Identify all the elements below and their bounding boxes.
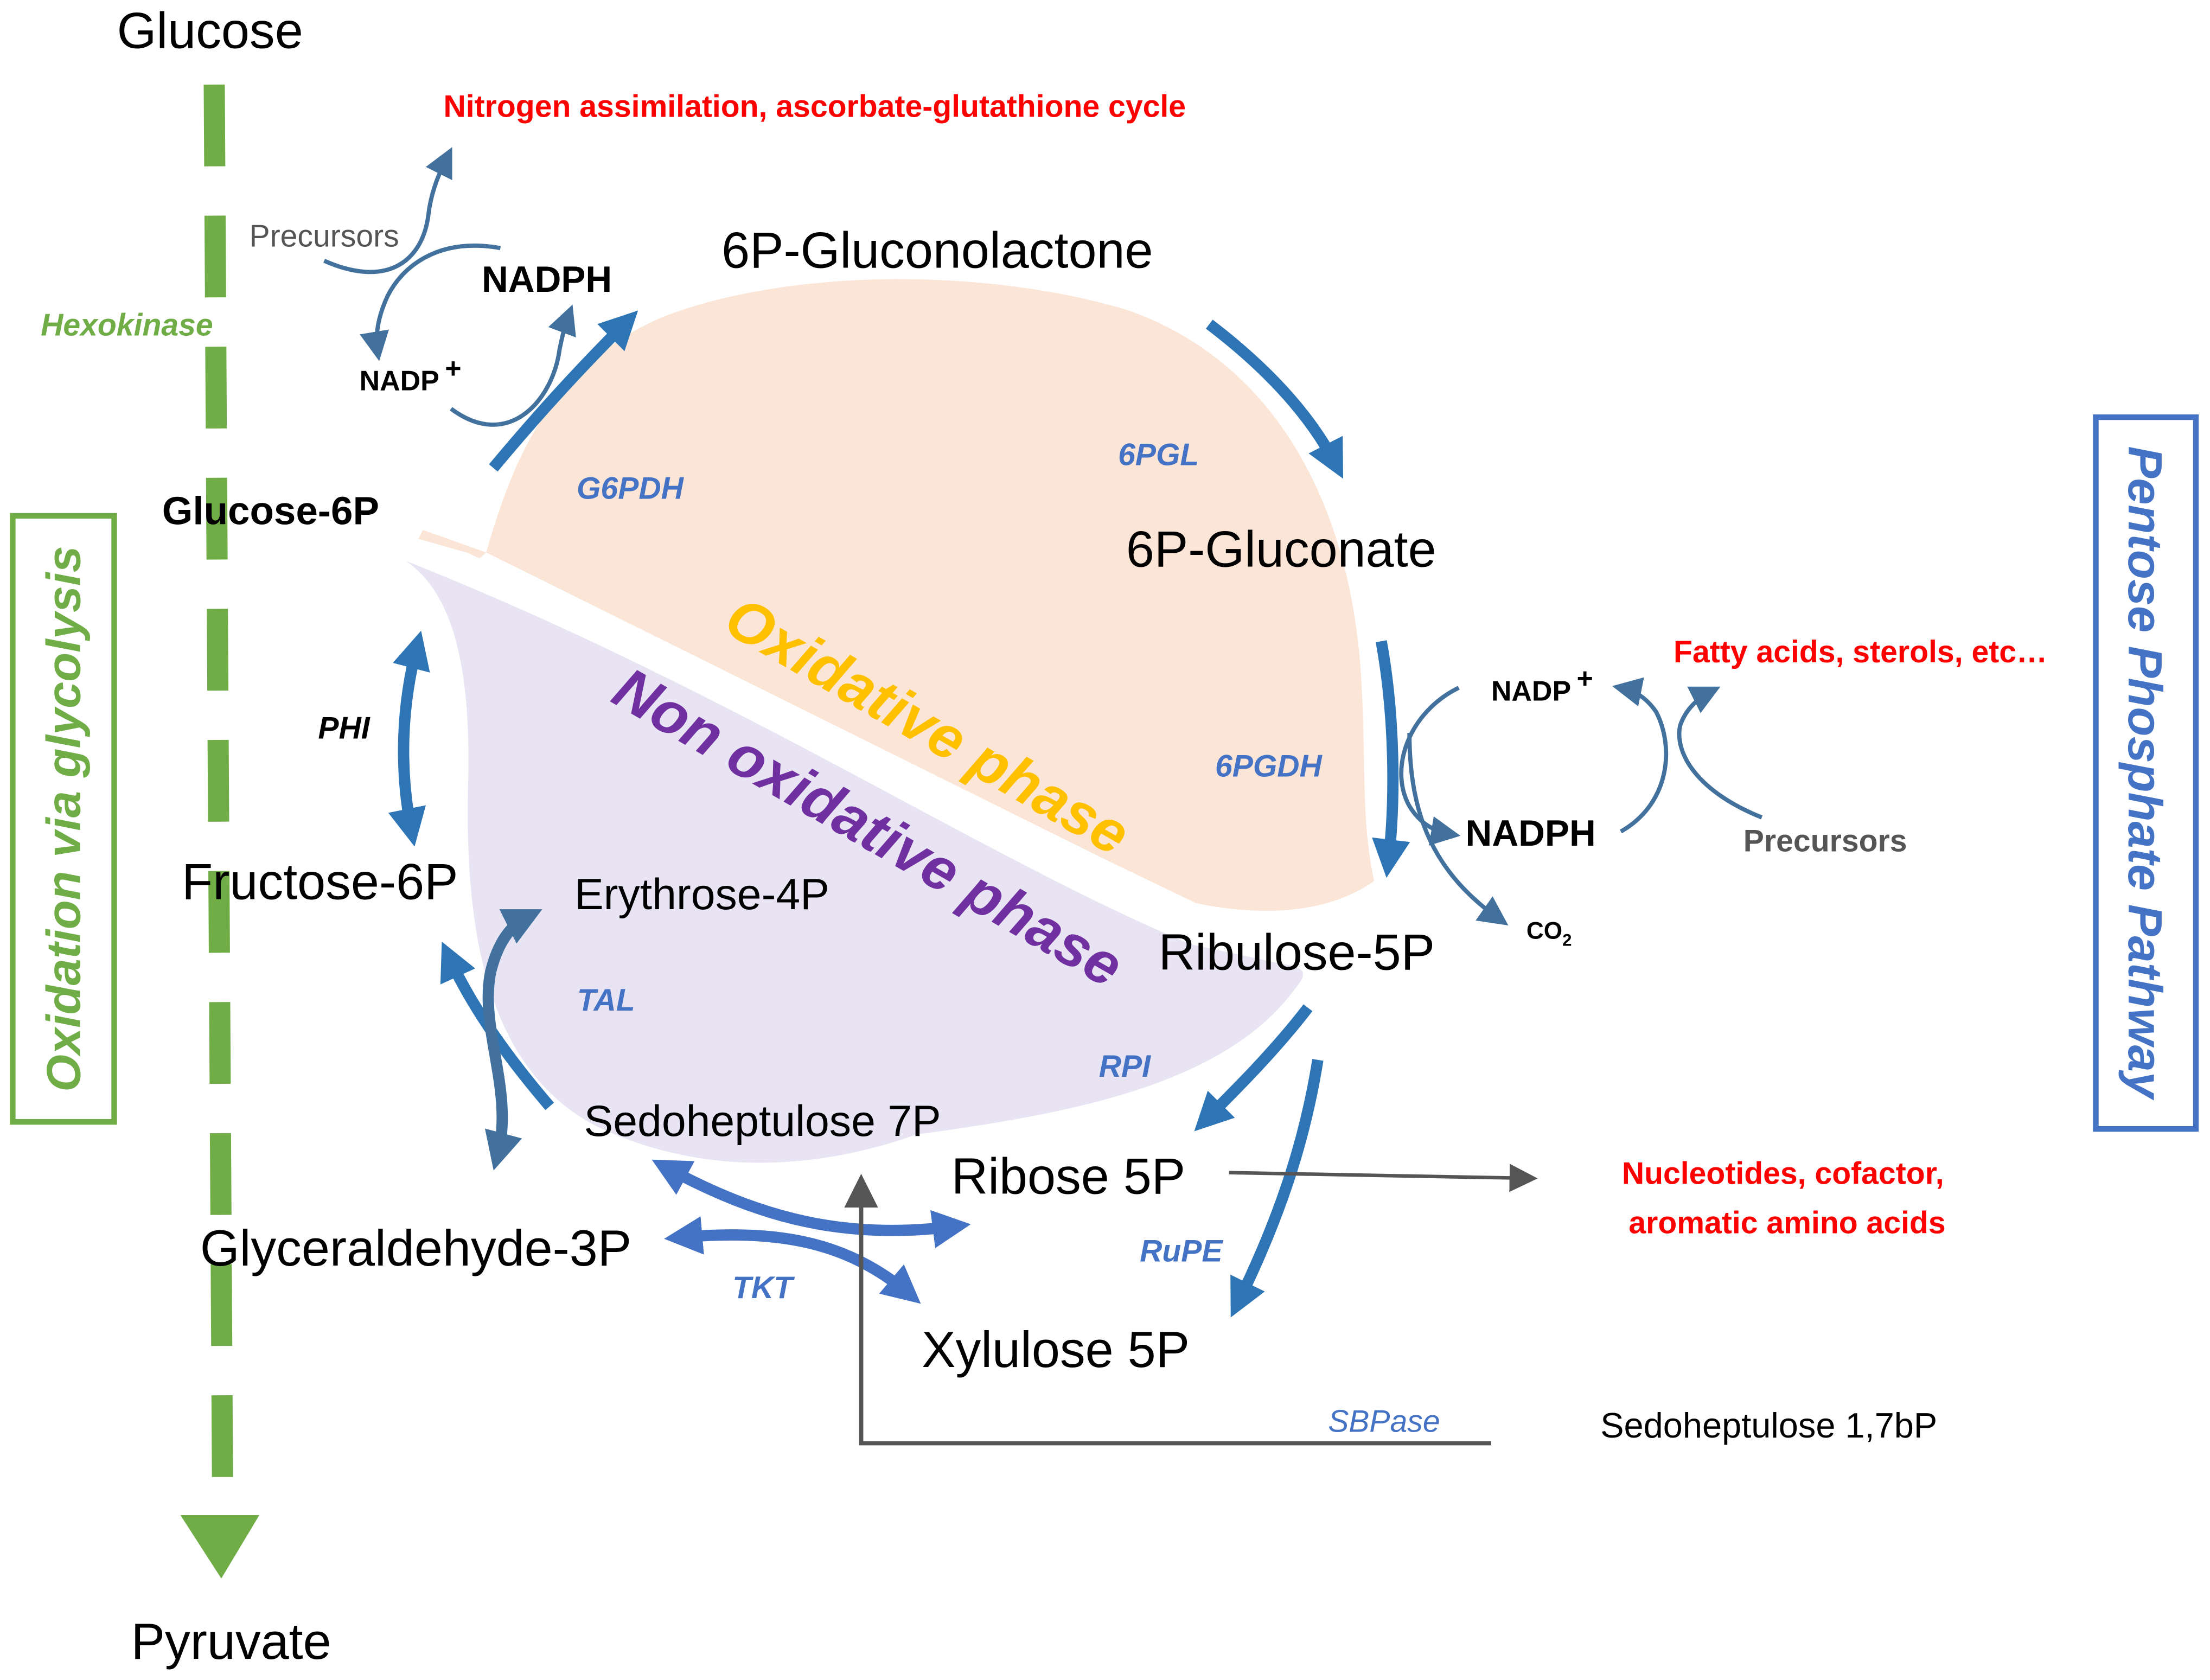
glyceraldehyde-3p-label: Glyceraldehyde-3P bbox=[200, 1219, 631, 1276]
pyruvate-label: Pyruvate bbox=[131, 1613, 331, 1670]
arrow-gluconate-to-ribulose bbox=[1372, 640, 1410, 878]
arrow-g6p-to-gluconolactone bbox=[489, 310, 638, 472]
glycolysis-box bbox=[10, 513, 117, 1125]
enzyme-rupe: RuPE bbox=[1140, 1234, 1223, 1268]
nadp-right-sup: + bbox=[1577, 663, 1593, 694]
erythrose-4p-label: Erythrose-4P bbox=[574, 870, 829, 919]
pathway-box-label: Pentose Phosphate Pathway bbox=[2118, 446, 2172, 1100]
glycolysis-axis bbox=[180, 84, 260, 1579]
enzyme-sbpase: SBPase bbox=[1328, 1404, 1440, 1439]
top-cofactors: Precursors NADPH NADP+ bbox=[249, 219, 612, 397]
arrow-phi bbox=[388, 630, 430, 847]
arrow-ribulose-to-xylulose bbox=[1230, 1059, 1324, 1318]
right-cofactors: NADP+ NADPH Precursors CO2 bbox=[1466, 663, 1907, 949]
nadp-top-text: NADP bbox=[360, 366, 439, 397]
enzyme-6pgl: 6PGL bbox=[1118, 437, 1199, 472]
arrow-tkt-sedo-ribose bbox=[651, 1159, 971, 1248]
xylulose-5p-label: Xylulose 5P bbox=[922, 1321, 1190, 1378]
nadph-top-label: NADPH bbox=[482, 259, 612, 300]
sedoheptulose-7p-label: Sedoheptulose 7P bbox=[584, 1097, 941, 1146]
enzyme-g6pdh: G6PDH bbox=[577, 471, 685, 506]
glycolysis-box-label: Oxidation via glycolysis bbox=[36, 546, 90, 1091]
sedoheptulose-17bp-label: Sedoheptulose 1,7bP bbox=[1600, 1406, 1937, 1445]
output-top-label: Nitrogen assimilation, ascorbate-glutath… bbox=[444, 90, 1186, 124]
line-sbpase bbox=[844, 1173, 1491, 1446]
output-ribose-line2: aromatic amino acids bbox=[1628, 1205, 1945, 1240]
oxidative-phase-region bbox=[486, 279, 1375, 911]
arrow-tal-erythrose-glyceraldehyde bbox=[482, 909, 542, 1171]
glucose-label: Glucose bbox=[117, 2, 303, 59]
phase-divider bbox=[404, 535, 1213, 927]
enzyme-6pgdh: 6PGDH bbox=[1215, 749, 1323, 784]
curve-precursors-right-up bbox=[1677, 686, 1763, 820]
enzyme-tkt: TKT bbox=[732, 1270, 795, 1305]
nadp-right-text: NADP bbox=[1491, 675, 1571, 707]
glycolysis-arrowhead bbox=[180, 1515, 260, 1579]
enzyme-phi: PHI bbox=[318, 711, 370, 745]
curve-to-co2 bbox=[1407, 733, 1509, 926]
arrow-tkt-glyceraldehyde-xylulose bbox=[664, 1216, 921, 1304]
curve-nadph-top bbox=[360, 244, 501, 361]
glucose-6p-label: Glucose-6P bbox=[162, 489, 379, 533]
precursors-right-label: Precursors bbox=[1743, 823, 1907, 858]
curve-nadp-top bbox=[450, 304, 576, 427]
enzyme-rpi: RPI bbox=[1099, 1049, 1151, 1084]
arrow-ribulose-to-ribose bbox=[1194, 1004, 1313, 1132]
precursors-top-label: Precursors bbox=[249, 219, 399, 254]
co2-label: CO2 bbox=[1526, 917, 1572, 949]
curve-nadph-right-up bbox=[1612, 677, 1669, 834]
ribulose-5p-label: Ribulose-5P bbox=[1159, 924, 1435, 981]
output-ribose-line1: Nucleotides, cofactor, bbox=[1622, 1156, 1944, 1191]
pathway-box bbox=[2093, 414, 2199, 1132]
enzyme-tal: TAL bbox=[577, 983, 635, 1018]
fructose-6p-label: Fructose-6P bbox=[182, 853, 458, 910]
gluconate-label: 6P-Gluconate bbox=[1126, 520, 1436, 577]
ribose-5p-label: Ribose 5P bbox=[951, 1148, 1185, 1205]
gluconolactone-label: 6P-Gluconolactone bbox=[721, 222, 1153, 279]
co2-text: CO bbox=[1526, 917, 1562, 944]
line-ribose-to-nucleotides bbox=[1229, 1164, 1538, 1192]
metabolites: Glucose-6P 6P-Gluconolactone 6P-Gluconat… bbox=[162, 222, 1937, 1445]
nonoxidative-phase-region bbox=[406, 561, 1304, 1163]
oxidative-phase-sliver bbox=[417, 529, 487, 561]
hexokinase-label: Hexokinase bbox=[41, 308, 213, 342]
nadp-right-label: NADP+ bbox=[1491, 663, 1593, 707]
co2-sub: 2 bbox=[1562, 930, 1572, 949]
arrow-gluconolactone-to-gluconate bbox=[1205, 320, 1344, 479]
nadph-right-label: NADPH bbox=[1466, 813, 1596, 854]
top-cofactor-curves bbox=[323, 147, 576, 427]
nadp-top-label: NADP+ bbox=[360, 353, 462, 397]
right-cofactor-curves bbox=[1399, 677, 1763, 926]
nadp-top-sup: + bbox=[445, 353, 461, 384]
output-right-label: Fatty acids, sterols, etc… bbox=[1674, 635, 2047, 669]
curve-nadp-to-nadph-right bbox=[1399, 686, 1461, 846]
curve-precursors-top bbox=[323, 147, 452, 274]
enzymes: G6PDH 6PGL 6PGDH PHI TAL RPI RuPE TKT SB… bbox=[318, 437, 1440, 1439]
outputs: Nitrogen assimilation, ascorbate-glutath… bbox=[444, 90, 2048, 1241]
glycolysis-dashed-line bbox=[203, 84, 234, 1516]
pathway-arrows bbox=[388, 310, 1410, 1318]
